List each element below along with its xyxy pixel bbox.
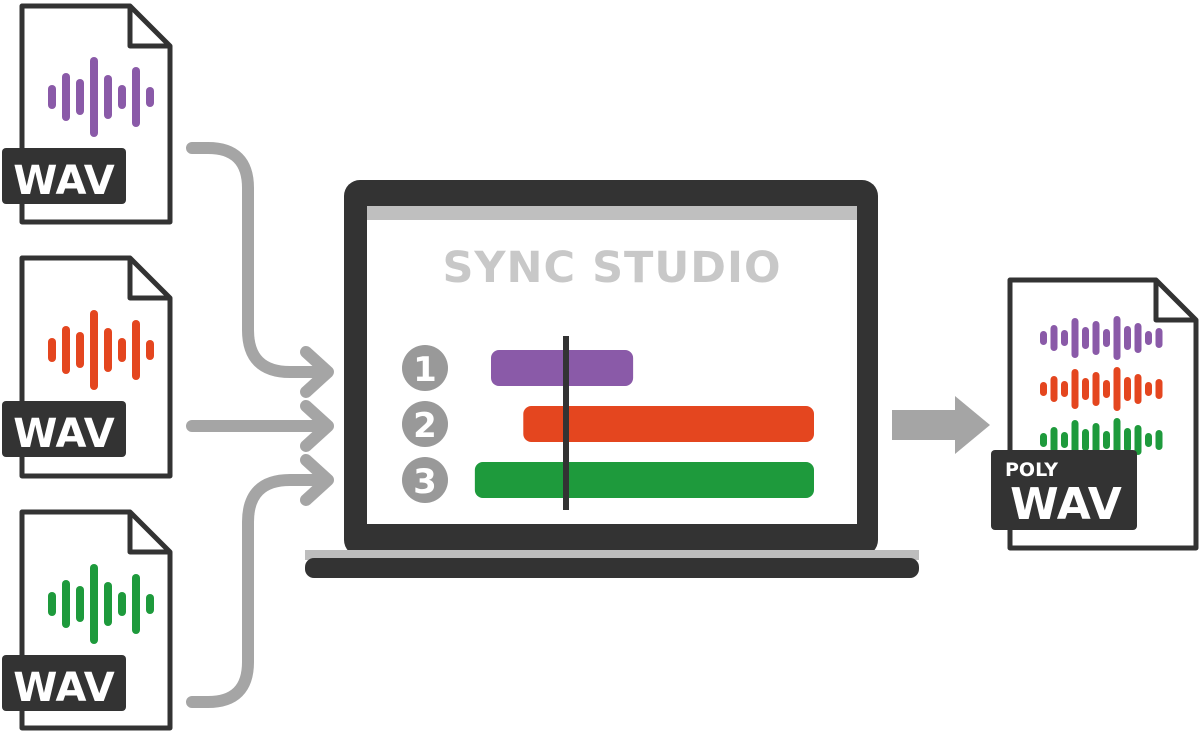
- file-label-bg: [2, 401, 126, 457]
- file-label: WAV: [13, 158, 115, 204]
- wave-bar: [1040, 382, 1047, 396]
- input-file-1: WAV: [2, 3, 173, 225]
- wave-bar: [1050, 376, 1058, 402]
- wave-bar: [1092, 321, 1100, 355]
- wave-bar: [1082, 327, 1089, 349]
- wave-bar: [1092, 372, 1100, 406]
- wave-bar: [1113, 316, 1121, 360]
- track-number-2: 2: [413, 406, 437, 446]
- wave-bar: [1155, 379, 1163, 399]
- wave-bar: [1124, 428, 1131, 452]
- arrow-head-icon: [300, 400, 334, 452]
- track-badge-3: [402, 457, 448, 503]
- track-bar-1: [491, 350, 634, 386]
- track-badge-1: [402, 345, 448, 391]
- track-number-1: 1: [413, 350, 437, 390]
- wave-bar: [1113, 367, 1121, 411]
- wave-bar: [1050, 325, 1058, 351]
- wave-bar: [1040, 433, 1047, 447]
- wave-bar: [1040, 331, 1047, 345]
- track-badge-2: [402, 401, 448, 447]
- wave-bar: [1103, 380, 1110, 398]
- file-label-bg: [991, 450, 1137, 530]
- arrow-head-icon: [300, 346, 334, 398]
- wave-bar: [1092, 423, 1100, 457]
- file-fold: [127, 512, 170, 555]
- laptop-base-top: [305, 550, 919, 560]
- wave-bar: [1061, 432, 1068, 448]
- arrow-from-file-1: [186, 142, 324, 378]
- input-arrows: [186, 142, 334, 708]
- wave-bar: [1082, 429, 1089, 451]
- wave-bar: [1145, 331, 1152, 345]
- file-label-bg: [2, 148, 126, 204]
- file-label: WAV: [13, 411, 115, 457]
- track-bar-2: [523, 406, 814, 442]
- track-badges: 1 2 3: [402, 345, 448, 503]
- file-label-bg: [2, 655, 126, 711]
- screen-title-bar: [367, 206, 857, 220]
- wave-bar: [1071, 318, 1079, 358]
- file-fold: [1153, 280, 1196, 323]
- wave-bar: [1145, 382, 1152, 396]
- output-arrow: [892, 396, 990, 454]
- sync-playhead: [563, 336, 569, 510]
- wave-bar: [1155, 430, 1163, 450]
- wave-bar: [1124, 377, 1131, 401]
- laptop-base: [305, 558, 919, 578]
- wave-bar: [1061, 381, 1068, 397]
- wave-bar: [1050, 427, 1058, 453]
- output-file: POLY WAV: [991, 277, 1199, 551]
- wave-bar: [1082, 378, 1089, 400]
- waveform-icon: [1040, 316, 1163, 360]
- wave-bar: [1134, 323, 1142, 353]
- laptop: SYNC STUDIO 1 2 3: [305, 180, 919, 578]
- app-title: SYNC STUDIO: [442, 243, 781, 293]
- wave-bar: [1103, 431, 1110, 449]
- input-file-3: WAV: [2, 509, 173, 731]
- wave-bar: [1145, 433, 1152, 447]
- track-bar-3: [474, 462, 814, 498]
- wave-bar: [1134, 374, 1142, 404]
- wave-bar: [1061, 330, 1068, 346]
- track-number-3: 3: [413, 462, 437, 502]
- file-fold: [127, 6, 170, 49]
- wave-bar: [1124, 326, 1131, 350]
- wave-bar: [1071, 369, 1079, 409]
- file-label-top: POLY: [1005, 459, 1058, 481]
- file-label: WAV: [13, 665, 115, 711]
- file-label: WAV: [1010, 479, 1122, 530]
- wave-bar: [1155, 328, 1163, 348]
- arrow-head-icon: [300, 454, 334, 506]
- wave-bar: [1134, 425, 1142, 455]
- waveform-icon: [1040, 367, 1163, 411]
- arrow-from-file-3: [186, 474, 324, 708]
- input-file-2: WAV: [2, 255, 173, 479]
- wave-bar: [1103, 329, 1110, 347]
- file-fold: [127, 258, 170, 301]
